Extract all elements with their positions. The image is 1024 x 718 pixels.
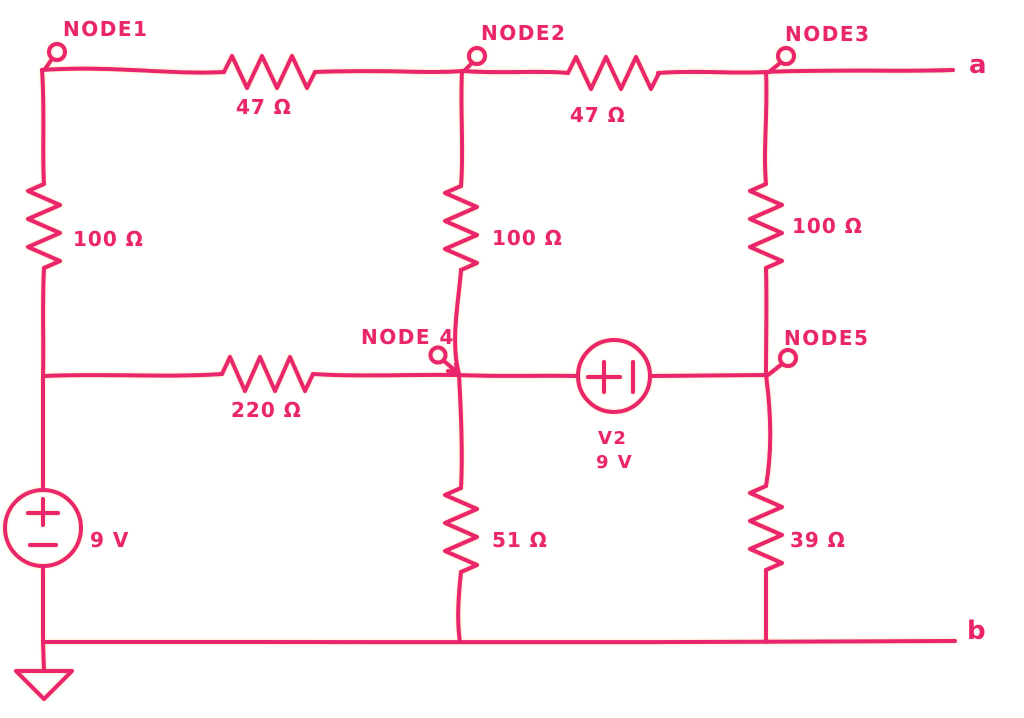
v1-plus-sign xyxy=(26,497,60,527)
source-v1-value-label: 9 V xyxy=(90,528,130,552)
resistor-r3-label: 100 Ω xyxy=(73,227,144,251)
node4-label: NODE 4 xyxy=(361,325,455,349)
resistor-r3-symbol xyxy=(26,182,62,270)
resistor-r7-symbol xyxy=(443,486,479,574)
resistor-r4-symbol xyxy=(443,184,479,272)
wire-node4-down xyxy=(457,373,464,490)
wire-left-to-r6 xyxy=(41,372,224,378)
wire-node3-to-terminal-a xyxy=(764,68,955,74)
resistor-r2-symbol xyxy=(566,55,661,91)
node3-terminal xyxy=(767,46,796,74)
resistor-r4-label: 100 Ω xyxy=(492,226,563,250)
v2-plus-sign xyxy=(586,360,622,394)
wire-bottom-rail xyxy=(41,639,957,645)
wire-node1-down xyxy=(40,68,46,186)
resistor-r2-label: 47 Ω xyxy=(570,103,626,127)
wire-node1-to-r1 xyxy=(40,66,226,75)
node3-label: NODE3 xyxy=(785,22,871,46)
wire-node2-to-r2 xyxy=(461,69,570,75)
node2-terminal xyxy=(462,46,487,73)
wire-r7-to-bottom xyxy=(456,570,463,644)
node2-label: NODE2 xyxy=(481,21,567,45)
wire-bottom-to-ground xyxy=(41,640,46,673)
wire-node5-down xyxy=(764,373,773,488)
voltage-source-v2-symbol xyxy=(576,338,652,414)
wire-r4-to-node4 xyxy=(453,268,463,376)
resistor-r8-symbol xyxy=(748,484,784,572)
resistor-r7-label: 51 Ω xyxy=(492,528,548,552)
voltage-source-v1-symbol xyxy=(3,488,83,568)
wire-v2-to-node5 xyxy=(648,373,768,378)
resistor-r5-label: 100 Ω xyxy=(792,214,863,238)
node5-terminal xyxy=(766,348,798,377)
ground-symbol xyxy=(14,669,74,701)
wire-r6-to-node4 xyxy=(311,372,460,378)
wire-r2-to-node3 xyxy=(656,69,768,75)
resistor-r1-symbol xyxy=(222,54,317,90)
resistor-r6-label: 220 Ω xyxy=(231,398,302,422)
resistor-r5-symbol xyxy=(748,182,784,270)
node1-label: NODE1 xyxy=(63,17,149,41)
wire-node2-down xyxy=(459,69,465,188)
terminal-a-label: a xyxy=(969,50,989,80)
wire-r3-to-midrail xyxy=(41,266,46,378)
node5-label: NODE5 xyxy=(784,326,870,350)
terminal-b-label: b xyxy=(967,616,988,646)
node1-terminal xyxy=(43,42,67,71)
wire-node3-down xyxy=(763,70,769,186)
wire-node4-to-v2 xyxy=(457,373,580,378)
resistor-r8-label: 39 Ω xyxy=(790,528,846,552)
resistor-r6-symbol xyxy=(220,355,315,393)
source-v2-value-label: 9 V xyxy=(596,452,634,473)
resistor-r1-label: 47 Ω xyxy=(236,95,292,119)
source-v2-name-label: V2 xyxy=(598,428,628,449)
wire-r1-to-node2 xyxy=(313,69,465,74)
